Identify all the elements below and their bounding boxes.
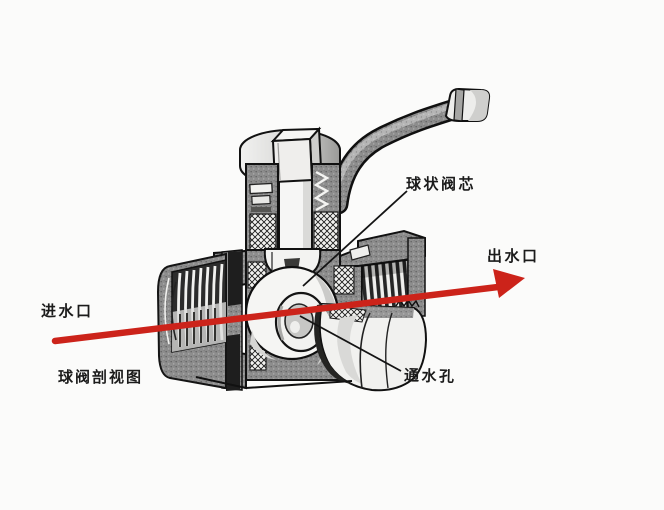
flow-arrow-head [493,269,525,298]
label-ball-core: 球状阀芯 [406,175,477,193]
flow-arrow-shaft [51,283,502,345]
seat-packing [247,261,355,371]
figure-caption: 球阀剖视图 [58,368,144,386]
stem-nut [270,126,323,184]
handle-lever [327,99,463,215]
leader-water-hole [299,315,402,372]
label-outlet: 出水口 [487,247,540,265]
leader-lines [299,190,408,372]
stem-housing-right [311,163,341,255]
label-water-hole: 通水孔 [403,366,457,386]
stem-housing-left [245,163,279,255]
body-bottom-edge [195,376,353,390]
leader-ball-core [302,190,408,287]
label-inlet: 进水口 [41,302,94,320]
flow-arrow [51,269,525,345]
handle-grip [444,87,491,122]
